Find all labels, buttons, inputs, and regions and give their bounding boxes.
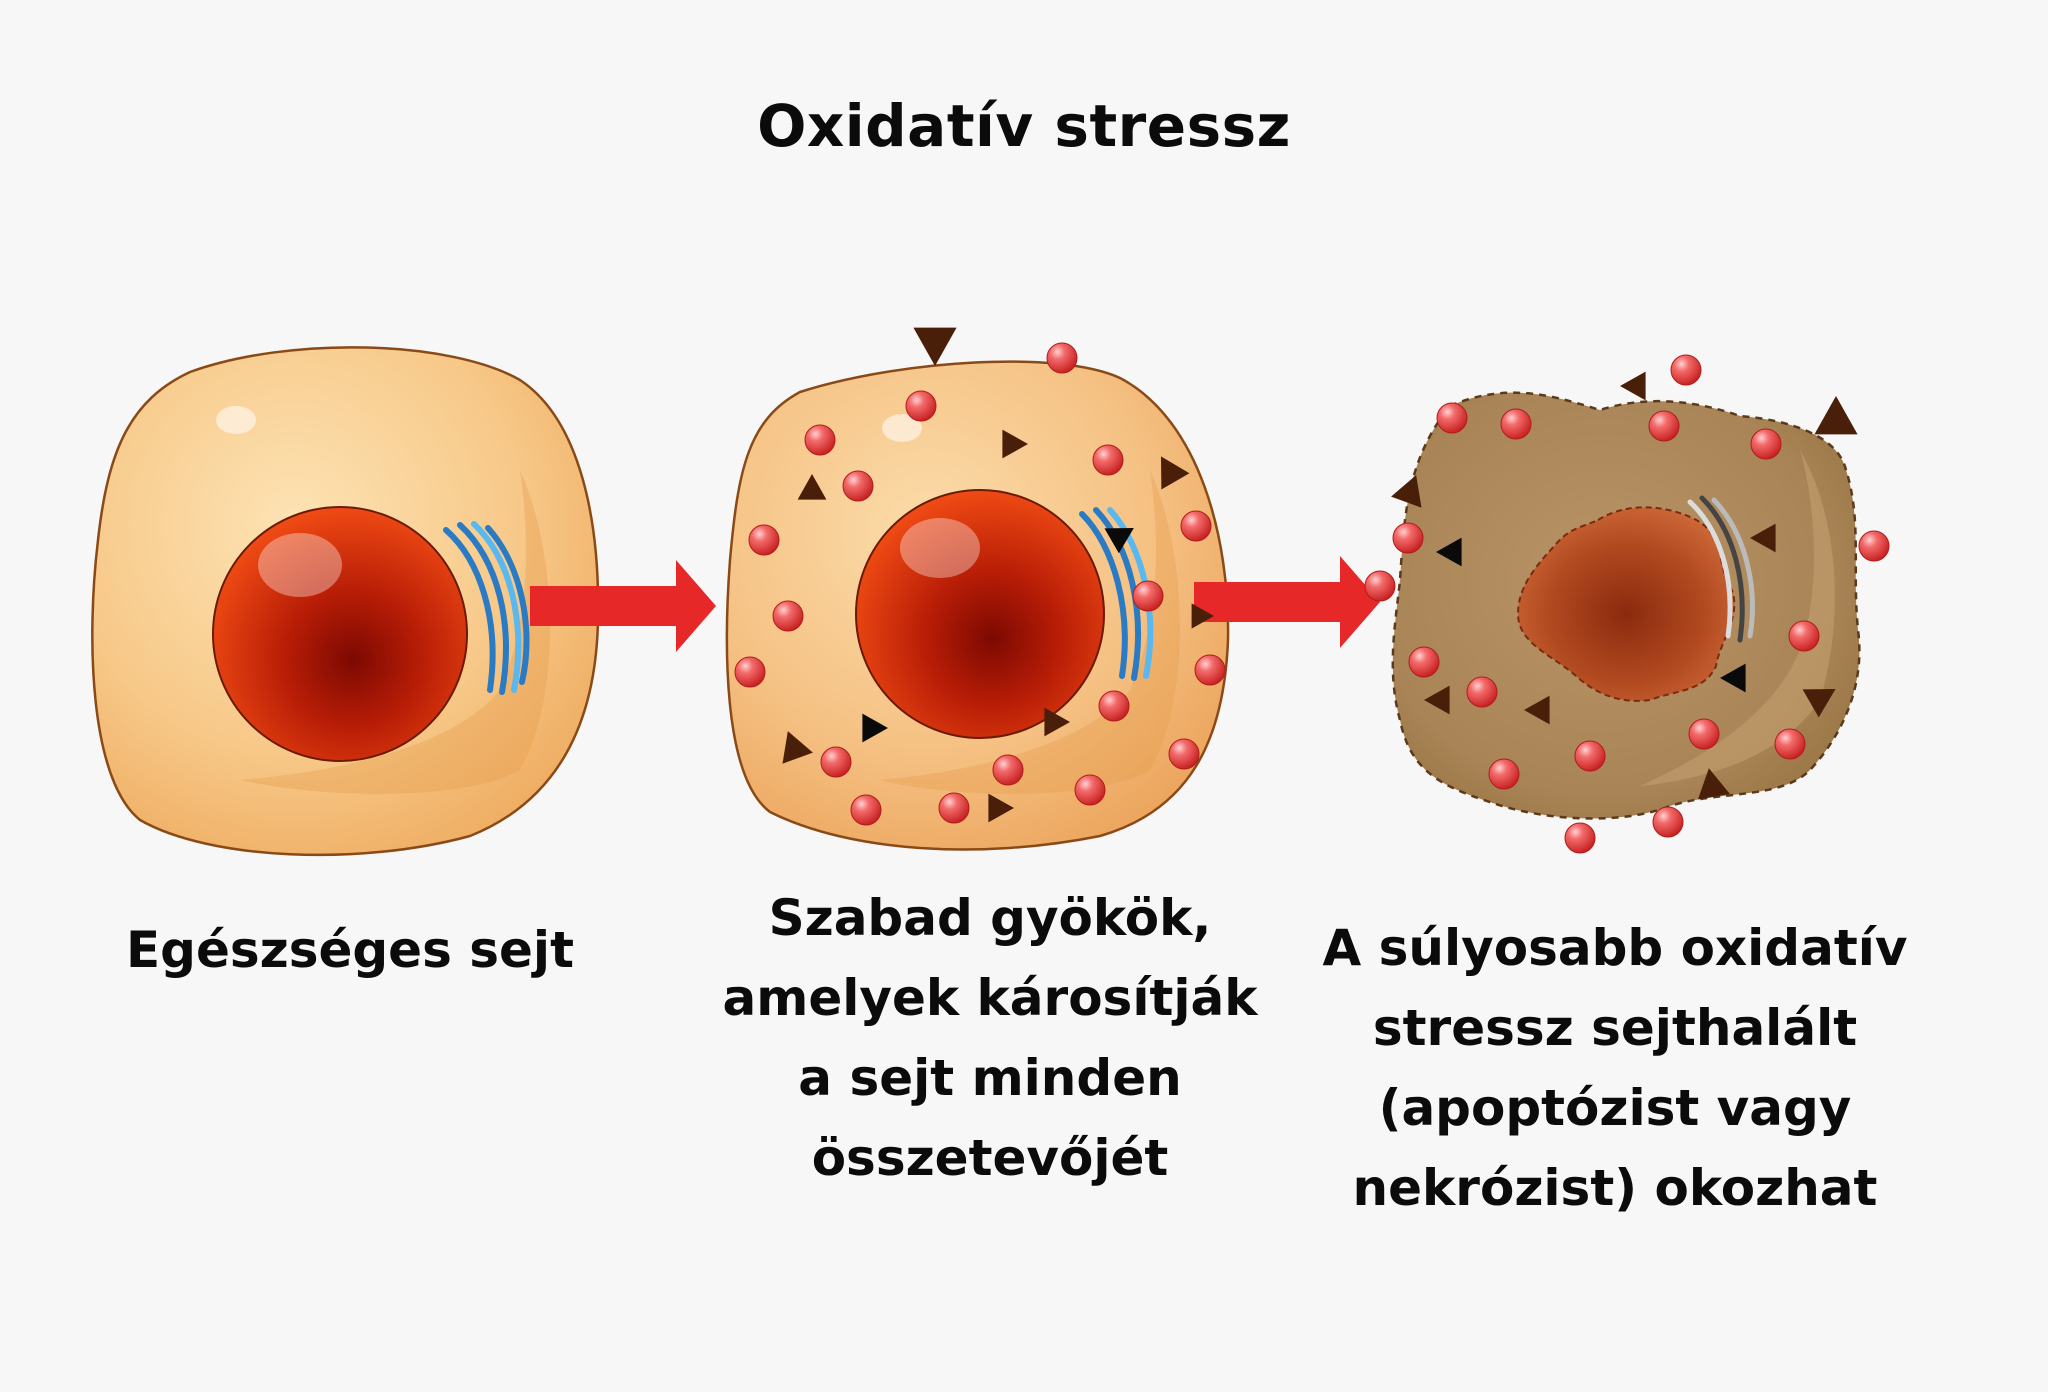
free-radical-sphere-icon (938, 792, 970, 824)
caption-line: stressz sejthalált (1372, 999, 1858, 1057)
free-radical-sphere-icon (1046, 342, 1078, 374)
free-radical-triangle-icon (988, 793, 1014, 823)
red-arrow-icon (1194, 556, 1380, 648)
red-arrow-icon (530, 560, 716, 652)
healthy-cell (91, 346, 600, 857)
free-radical-sphere-icon (1392, 522, 1424, 554)
free-radical-triangle-icon (1104, 528, 1134, 554)
free-radical-sphere-icon (1092, 444, 1124, 476)
free-radical-sphere-icon (748, 524, 780, 556)
damaged-cell (1391, 391, 1861, 820)
free-radical-triangle-icon (782, 731, 813, 764)
free-radical-sphere-icon (1074, 774, 1106, 806)
healthy-nucleus (212, 506, 468, 762)
free-radical-sphere-icon (1858, 530, 1890, 562)
healthy-cell-highlight (216, 406, 256, 434)
free-radical-triangle-icon (1161, 456, 1190, 490)
free-radical-sphere-icon (1774, 728, 1806, 760)
caption-free-radicals: Szabad gyökök, amelyek károsítják a sejt m… (690, 878, 1290, 1198)
free-radical-triangle-icon (1620, 371, 1646, 401)
free-radical-sphere-icon (804, 424, 836, 456)
caption-healthy-cell: Egészséges sejt (60, 910, 640, 990)
free-radical-triangle-icon (1697, 768, 1730, 800)
free-radical-triangle-icon (1391, 475, 1422, 508)
free-radical-sphere-icon (772, 600, 804, 632)
caption-line: a sejt minden (798, 1049, 1182, 1107)
free-radical-triangle-icon (1524, 695, 1550, 725)
free-radical-triangle-icon (797, 474, 827, 500)
healthy-nucleus-highlight (258, 533, 342, 597)
free-radical-sphere-icon (1648, 410, 1680, 442)
caption-line: amelyek károsítják (722, 969, 1258, 1027)
free-radical-triangle-icon (1424, 685, 1450, 715)
free-radical-triangle-icon (1814, 396, 1858, 435)
free-radical-sphere-icon (1194, 654, 1226, 686)
free-radical-nucleus-highlight (900, 518, 980, 578)
free-radical-sphere-icon (850, 794, 882, 826)
free-radical-triangle-icon (1044, 707, 1070, 737)
healthy-cell-inner-shade (240, 470, 550, 794)
free-radical-nucleus (855, 489, 1105, 739)
free-radical-sphere-icon (905, 390, 937, 422)
free-radical-sphere-icon (1168, 738, 1200, 770)
free-radicals-layer (734, 327, 1890, 854)
caption-line: (apoptózist vagy (1378, 1079, 1852, 1137)
free-radical-sphere-icon (1788, 620, 1820, 652)
free-radical-sphere-icon (1688, 718, 1720, 750)
free-radical-sphere-icon (1132, 580, 1164, 612)
diagram-title: Oxidatív stressz (757, 92, 1291, 160)
free-radical-sphere-icon (734, 656, 766, 688)
free-radical-triangle-icon (1720, 663, 1746, 693)
free-radical-sphere-icon (842, 470, 874, 502)
free-radical-sphere-icon (992, 754, 1024, 786)
caption-line: A súlyosabb oxidatív (1322, 919, 1908, 977)
free-radical-sphere-icon (1180, 510, 1212, 542)
free-radical-triangle-icon (1191, 603, 1214, 629)
free-radical-sphere-icon (1466, 676, 1498, 708)
free-radical-triangle-icon (1802, 689, 1836, 718)
free-radical-sphere-icon (820, 746, 852, 778)
golgi-icon (1687, 495, 1755, 643)
caption-line: összetevőjét (811, 1129, 1169, 1187)
free-radical-cell-highlight (882, 414, 922, 442)
free-radical-sphere-icon (1364, 570, 1396, 602)
free-radical-sphere-icon (1652, 806, 1684, 838)
caption-line: nekrózist) okozhat (1352, 1159, 1878, 1217)
free-radical-sphere-icon (1500, 408, 1532, 440)
free-radical-triangle-icon (862, 713, 888, 743)
free-radical-sphere-icon (1436, 402, 1468, 434)
golgi-icon (443, 521, 530, 695)
free-radical-sphere-icon (1750, 428, 1782, 460)
free-radical-triangle-icon (1750, 523, 1776, 553)
free-radical-sphere-icon (1408, 646, 1440, 678)
free-radical-sphere-icon (1098, 690, 1130, 722)
free-radical-triangle-icon (913, 327, 957, 366)
free-radical-triangle-icon (1002, 429, 1028, 459)
free-radical-sphere-icon (1670, 354, 1702, 386)
free-radical-triangle-icon (1436, 537, 1462, 567)
caption-damaged-cell: A súlyosabb oxidatív stressz sejthalált (a… (1290, 908, 1940, 1228)
caption-line: Egészséges sejt (126, 921, 574, 979)
free-radical-sphere-icon (1574, 740, 1606, 772)
free-radical-sphere-icon (1488, 758, 1520, 790)
caption-line: Szabad gyökök, (768, 889, 1212, 947)
free-radical-sphere-icon (1564, 822, 1596, 854)
